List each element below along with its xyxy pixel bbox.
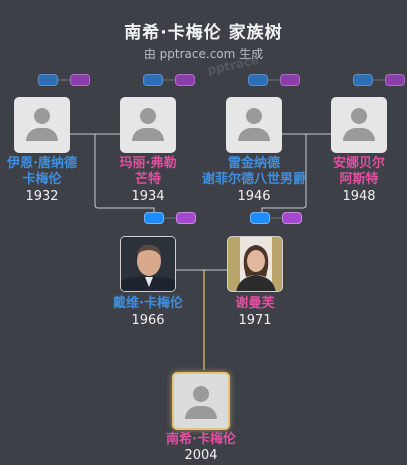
person-year-nancy: 2004: [184, 448, 218, 463]
expand-mother-button[interactable]: [280, 74, 300, 86]
person-name-mary[interactable]: 玛丽·弗勒 芒特: [119, 156, 177, 187]
expand-mother-button[interactable]: [175, 74, 195, 86]
person-year-samantha: 1971: [238, 313, 272, 328]
avatar-placeholder-icon: [140, 108, 156, 124]
avatar-placeholder-icon: [351, 108, 367, 124]
person-year-reginald: 1946: [237, 189, 271, 204]
portrait-image: [228, 237, 282, 291]
person-name-annabel[interactable]: 安娜贝尔 阿斯特: [332, 156, 385, 187]
person-photo-mary[interactable]: [120, 97, 176, 153]
person-year-mary: 1934: [131, 189, 165, 204]
descent-line-to-samantha: [261, 134, 307, 214]
person-name-ian[interactable]: 伊恩·唐纳德 卡梅伦: [7, 156, 77, 187]
portrait-image: [121, 237, 175, 291]
expand-father-button[interactable]: [143, 74, 163, 86]
person-year-ian: 1932: [25, 189, 59, 204]
expand-father-button[interactable]: [250, 212, 270, 224]
person-photo-annabel[interactable]: [331, 97, 387, 153]
person-year-annabel: 1948: [342, 189, 376, 204]
descent-line-to-david: [94, 134, 155, 214]
expand-father-button[interactable]: [144, 212, 164, 224]
expand-mother-button[interactable]: [282, 212, 302, 224]
page-title: 南希·卡梅伦 家族树: [124, 23, 283, 43]
avatar-placeholder-icon: [246, 108, 262, 124]
person-photo-ian[interactable]: [14, 97, 70, 153]
page-subtitle: 由 pptrace.com 生成: [143, 47, 264, 61]
person-name-samantha[interactable]: 谢曼芙: [235, 296, 275, 311]
person-name-reginald[interactable]: 雷金纳德 谢菲尔德八世男爵: [201, 156, 306, 187]
avatar-placeholder-icon: [34, 108, 50, 124]
expand-mother-button[interactable]: [70, 74, 90, 86]
person-year-david: 1966: [131, 313, 165, 328]
person-photo-reginald[interactable]: [226, 97, 282, 153]
expand-father-button[interactable]: [38, 74, 58, 86]
expand-mother-button[interactable]: [176, 212, 196, 224]
expand-father-button[interactable]: [248, 74, 268, 86]
person-name-david[interactable]: 戴维·卡梅伦: [113, 296, 183, 311]
person-photo-samantha[interactable]: [227, 236, 283, 292]
avatar-placeholder-icon: [193, 386, 209, 402]
person-name-nancy[interactable]: 南希·卡梅伦: [166, 432, 236, 447]
person-photo-david[interactable]: [120, 236, 176, 292]
expand-mother-button[interactable]: [385, 74, 405, 86]
person-photo-nancy[interactable]: [172, 372, 230, 430]
expand-father-button[interactable]: [353, 74, 373, 86]
